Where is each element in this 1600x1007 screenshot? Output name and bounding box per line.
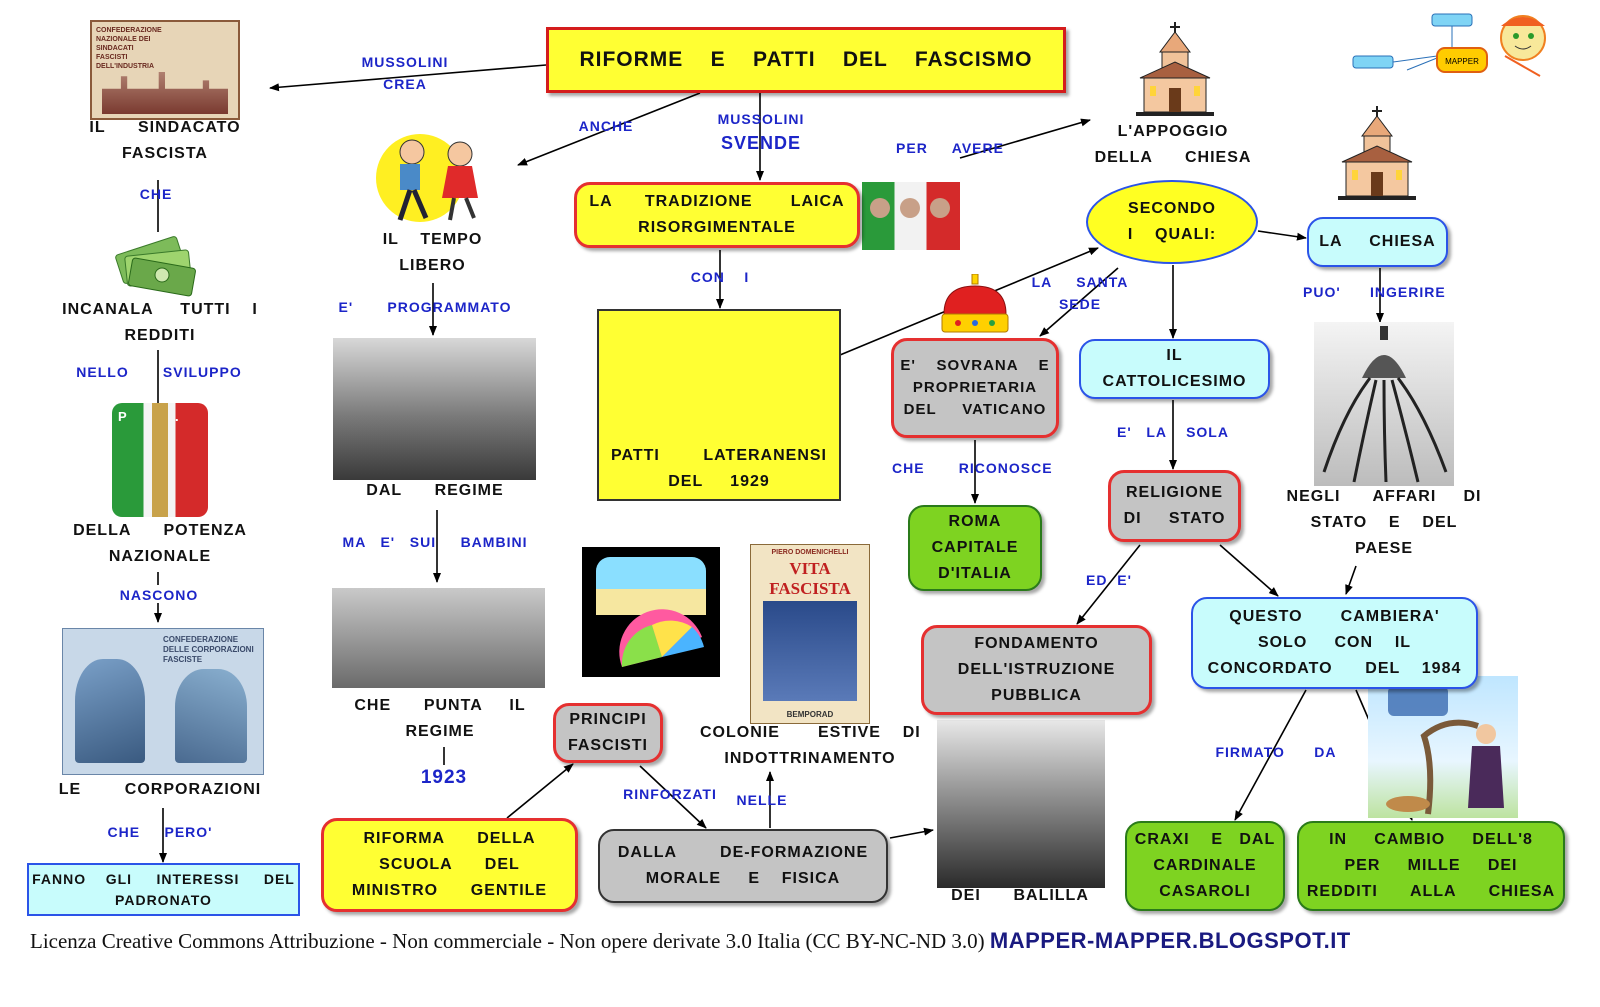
node-deformazione: DALLA DE-FORMAZIONE MORALE E FISICA: [598, 829, 888, 903]
node-corporazioni: LE CORPORAZIONI: [58, 781, 262, 798]
node-tempo-libero: IL TEMPO LIBERO: [382, 231, 483, 274]
label-che-riconosce: CHE RICONOSCE: [892, 460, 1053, 476]
label-nelle: NELLE: [736, 792, 788, 808]
node-punta-regime: CHE PUNTA IL REGIME: [354, 697, 526, 740]
node-secondo-i-quali: SECONDO I QUALI:: [1086, 180, 1258, 264]
label-che-pero: CHE PERO': [107, 824, 213, 840]
label-ed-e: ED E': [1086, 572, 1132, 588]
node-sindacato-fascista: IL SINDACATO FASCISTA: [89, 119, 241, 162]
sindacato-badge-image: CONFEDERAZIONE NAZIONALE DEI SINDACATI F…: [90, 20, 240, 120]
mapper-logo-icon: MAPPER: [1352, 13, 1546, 77]
svg-text:MAPPER: MAPPER: [1445, 57, 1479, 66]
arrow-deformazione-balilla: [889, 827, 934, 839]
node-roma-capitale: ROMA CAPITALE D'ITALIA: [908, 505, 1042, 591]
node-dei-balilla: DEI BALILLA: [951, 887, 1089, 904]
mapper-logo: MAPPER: [1345, 8, 1563, 88]
money-icon: [112, 223, 200, 297]
label-1923: 1923: [420, 767, 468, 788]
license-footer: Licenza Creative Commons Attribuzione - …: [30, 928, 1351, 954]
arrow-riforma-principi: [506, 763, 574, 819]
node-appoggio-chiesa: L'APPOGGIO DELLA CHIESA: [1094, 123, 1252, 166]
children-salute-photo: [332, 588, 545, 688]
node-fondamento-istruzione: FONDAMENTO DELL'ISTRUZIONE PUBBLICA: [921, 625, 1152, 715]
label-mussolini-crea: MUSSOLINI CREA: [361, 54, 449, 92]
node-potenza-nazionale: DELLA POTENZA NAZIONALE: [73, 522, 247, 565]
regime-sport-photo: [333, 338, 536, 480]
node-colonie-estive: COLONIE ESTIVE DI INDOTTRINAMENTO: [700, 724, 921, 767]
label-che: CHE: [139, 186, 173, 202]
label-nello-sviluppo: NELLO SVILUPPO: [76, 364, 242, 380]
node-affari-stato: NEGLI AFFARI DI STATO E DEL PAESE: [1286, 488, 1482, 557]
node-craxi-casaroli: CRAXI E DAL CARDINALE CASAROLI: [1125, 821, 1285, 911]
label-mussolini: MUSSOLINI: [717, 111, 805, 127]
node-incanala-redditi: INCANALA TUTTI I REDDITI: [62, 301, 258, 344]
title-text: RIFORME E PATTI DEL FASCISMO: [579, 48, 1033, 71]
crown-icon: [938, 274, 1012, 340]
node-patti-lateranensi: PATTI LATERANENSI DEL 1929: [597, 309, 841, 501]
node-sovrana-vaticano: E' SOVRANA E PROPRIETARIA DEL VATICANO: [891, 338, 1059, 438]
node-padronato: FANNO GLI INTERESSI DEL PADRONATO: [27, 863, 300, 916]
node-principi-fascisti: PRINCIPI FASCISTI: [553, 703, 663, 763]
node-tradizione-laica: LA TRADIZIONE LAICA RISORGIMENTALE: [574, 182, 860, 248]
church-icon-2: [1338, 104, 1416, 202]
label-per-avere: PER AVERE: [896, 140, 1004, 156]
octopus-vatican-image: [1314, 322, 1454, 486]
node-concordato-1984: QUESTO CAMBIERA' SOLO CON IL CONCORDATO …: [1191, 597, 1478, 689]
label-puo-ingerire: PUO' INGERIRE: [1303, 284, 1446, 300]
label-svende: SVENDE: [720, 133, 802, 153]
tempo-libero-image: [370, 132, 494, 228]
label-anche: ANCHE: [578, 118, 634, 134]
label-rinforzati: RINFORZATI: [623, 786, 717, 802]
badge-text: CONFEDERAZIONE NAZIONALE DEI SINDACATI F…: [96, 27, 162, 70]
node-la-chiesa: LA CHIESA: [1307, 217, 1448, 267]
corporazioni-card-image: CONFEDERAZIONE DELLE CORPORAZIONI FASCIS…: [62, 628, 264, 775]
pnf-badge-image: P.N.F.: [112, 403, 208, 517]
balilla-march-photo: [937, 720, 1105, 888]
label-ma-e-sui-bambini: MA E' SUI BAMBINI: [342, 534, 528, 550]
node-riforma-gentile: RIFORMA DELLA SCUOLA DEL MINISTRO GENTIL…: [321, 818, 578, 912]
vita-fascista-book: PIERO DOMENICHELLI VITA FASCISTA BEMPORA…: [750, 544, 870, 724]
label-con-i: CON I: [690, 269, 750, 285]
node-cattolicesimo: IL CATTOLICESIMO: [1079, 339, 1270, 399]
node-religione-di-stato: RELIGIONE DI STATO: [1108, 470, 1241, 542]
label-e-la-sola: E' LA SOLA: [1117, 424, 1229, 440]
label-programmato: E' PROGRAMMATO: [338, 299, 512, 315]
risorgimento-portraits-image: [862, 182, 960, 250]
node-otto-per-mille: IN CAMBIO DELL'8 PER MILLE DEI REDDITI A…: [1297, 821, 1565, 911]
church-icon: [1136, 22, 1214, 116]
label-la-santa-sede: LA SANTA SEDE: [1031, 274, 1129, 312]
label-firmato-da: FIRMATO DA: [1215, 744, 1337, 760]
beach-umbrella-image: [582, 547, 720, 677]
concordato-cartoon-image: [1368, 676, 1518, 818]
node-dal-regime: DAL REGIME: [366, 482, 504, 499]
license-text: Licenza Creative Commons Attribuzione - …: [30, 929, 985, 953]
label-nascono: NASCONO: [119, 587, 199, 603]
site-link[interactable]: MAPPER-MAPPER.BLOGSPOT.IT: [989, 928, 1351, 953]
title-box: RIFORME E PATTI DEL FASCISMO: [546, 27, 1066, 93]
